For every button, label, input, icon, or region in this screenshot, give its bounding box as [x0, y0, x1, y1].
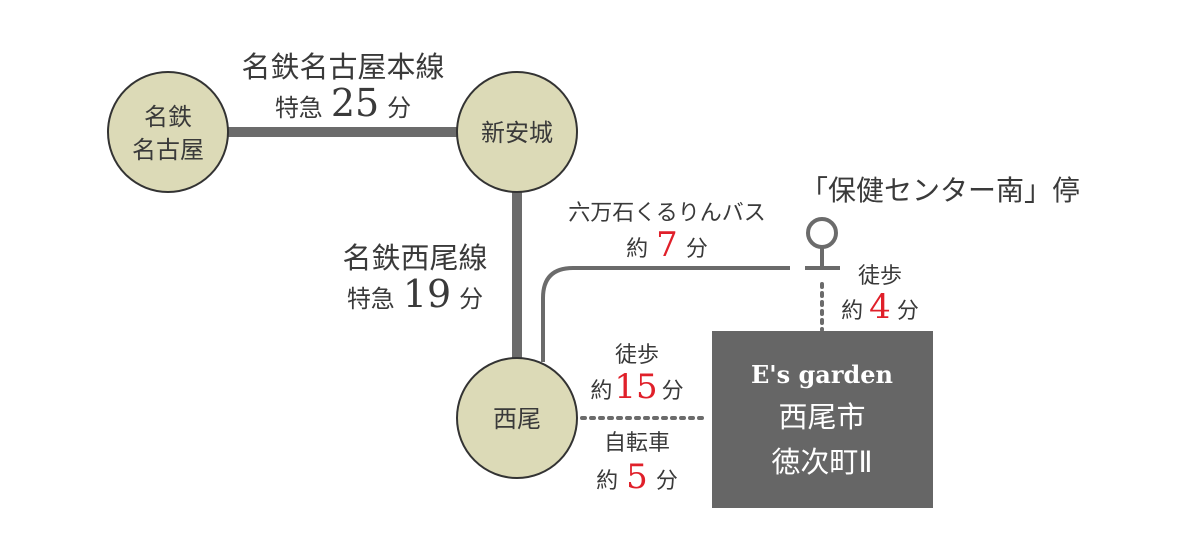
- bus-stop-icon: [805, 217, 840, 270]
- destination-box: E's garden 西尾市 徳次町Ⅱ: [712, 331, 933, 508]
- destination-town: 徳次町Ⅱ: [771, 445, 872, 479]
- destination-city: 西尾市: [778, 400, 865, 434]
- bus-line: [541, 266, 790, 362]
- station-meitetsu-nagoya: 名鉄 名古屋: [107, 71, 229, 193]
- bus-walk-mode: 徒歩: [858, 264, 902, 289]
- destination-brand: E's garden: [751, 360, 893, 389]
- station-nishio: 西尾: [456, 357, 578, 479]
- walk-mode: 徒歩: [615, 343, 659, 368]
- station-label: 新安城: [481, 119, 553, 147]
- station-label: 名古屋: [132, 136, 204, 164]
- bike-mode: 自転車: [604, 431, 670, 456]
- station-shin-anjo: 新安城: [456, 71, 578, 193]
- main-line-name: 名鉄名古屋本線: [241, 50, 444, 84]
- station-label: 名鉄: [144, 103, 192, 131]
- nishio-line-name: 名鉄西尾線: [342, 241, 487, 275]
- station-label: 西尾: [493, 405, 541, 433]
- bus-stop-label: 「保健センター南」停: [800, 174, 1080, 207]
- bus-route-name: 六万石くるりんバス: [568, 201, 766, 226]
